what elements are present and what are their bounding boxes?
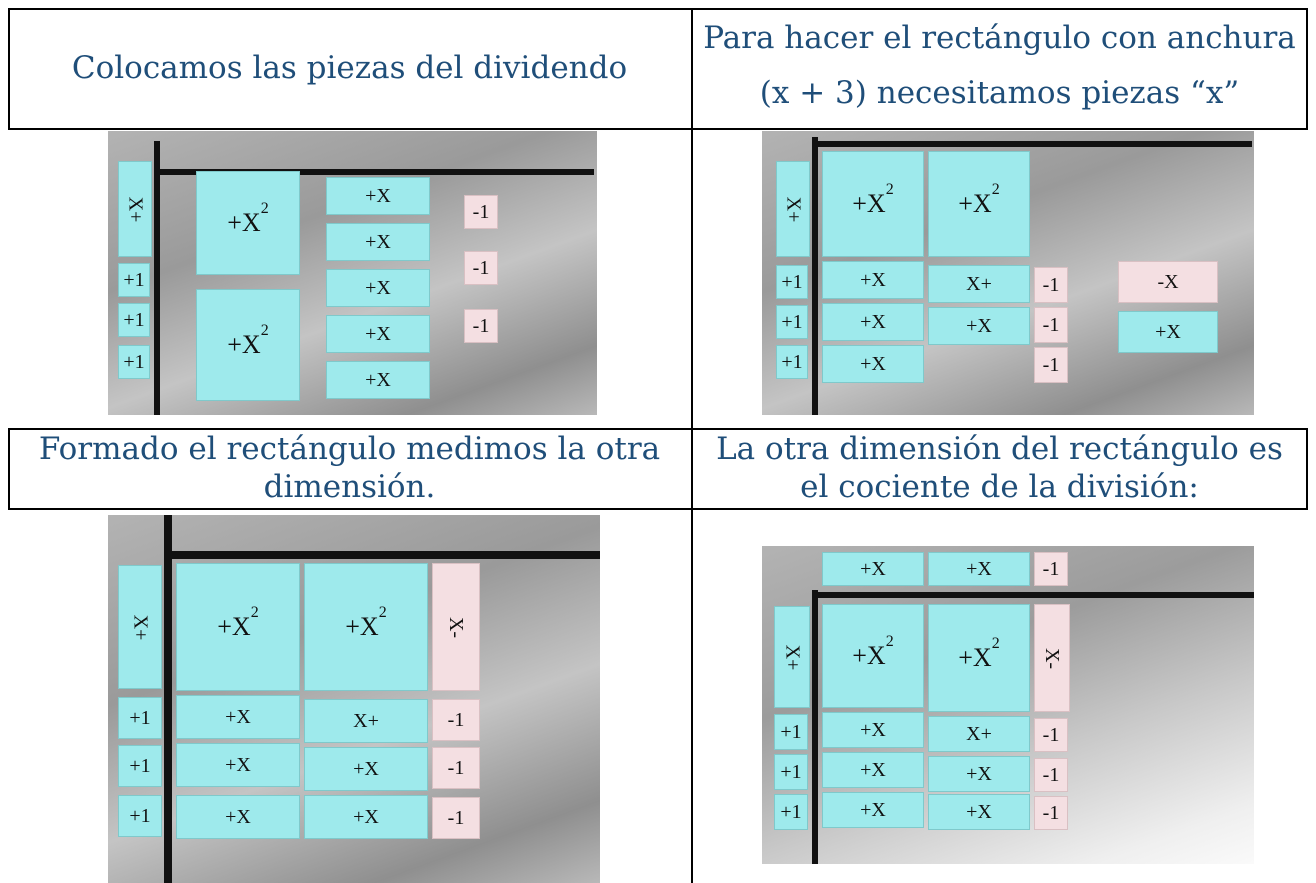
tile-minus-one: -1 [464,309,498,343]
tile-plus-one: +1 [774,714,808,750]
tile-plus-x: +X [822,712,924,748]
photo-add-x-pieces: X+ +1 +1 +1 +X2 +X2 +X X+ +X +X +X -1 -1… [762,131,1254,415]
tile-x-minus-vertical: X- [432,563,480,691]
tile-plus-x: +X [304,795,428,839]
tile-plus-one: +1 [774,754,808,790]
tile-plus-x: +X [326,177,430,215]
tile-x-squared: +X2 [304,563,428,691]
tile-minus-one: -1 [432,797,480,839]
tile-plus-x: +X [822,752,924,788]
tile-plus-x: +X [326,315,430,353]
layout-table: Colocamos las piezas del dividendo Para … [8,8,1308,883]
divisor-bar-horizontal [164,551,600,559]
tile-minus-one: -1 [464,195,498,229]
tile-plus-x: +X [928,794,1030,830]
caption-2-line2: (x + 3) necesitamos piezas “x” [759,75,1240,111]
table-border-left [8,8,10,130]
tile-plus-one: +1 [118,745,162,787]
tile-minus-one: -1 [1034,718,1068,752]
tile-plus-x: +X [1118,311,1218,353]
photo-dividend-pieces: X+ +1 +1 +1 +X2 +X2 +X +X +X +X +X -1 -1… [108,131,597,415]
tile-plus-one: +1 [118,345,150,379]
table-border-right-2 [1306,428,1308,510]
table-divider [691,8,693,883]
tile-plus-x: +X [822,303,924,341]
tile-plus-x: +X [928,756,1030,792]
tile-plus-x: +X [176,695,300,739]
tile-plus-one: +1 [118,697,162,739]
caption-3: Formado el rectángulo medimos la otra di… [8,430,691,506]
tile-plus-x: +X [928,307,1030,345]
tile-minus-one: -1 [464,251,498,285]
tile-x-vertical: X+ [774,606,810,708]
table-border-right [1306,8,1308,130]
caption-3-line1: Formado el rectángulo medimos la otra [38,431,661,467]
tile-minus-one: -1 [1034,307,1068,343]
tile-x-vertical: X+ [776,161,810,257]
tile-plus-one: +1 [118,263,150,297]
tile-plus-one: +1 [118,795,162,837]
tile-plus-x: +X [326,361,430,399]
photo-quotient: +X +X -1 X+ +1 +1 +1 +X2 +X2 X- +X X+ +X… [762,546,1254,864]
tile-minus-one: -1 [1034,796,1068,830]
tile-plus-x: +X [176,795,300,839]
tile-x-squared: +X2 [928,604,1030,712]
tile-x-plus: X+ [928,265,1030,303]
tile-plus-one: +1 [774,794,808,830]
caption-1-text: Colocamos las piezas del dividendo [71,50,628,86]
tile-x-squared: +X2 [176,563,300,691]
tile-plus-x: +X [822,345,924,383]
caption-3-line2: dimensión. [263,469,436,505]
tile-x-squared: +X2 [822,604,924,708]
tile-minus-one: -1 [1034,758,1068,792]
tile-plus-x: +X [326,269,430,307]
caption-2: Para hacer el rectángulo con anchura (x … [693,16,1306,115]
tile-x-squared: +X2 [196,289,300,401]
tile-plus-one: +1 [776,265,808,299]
tile-x-plus: X+ [928,716,1030,752]
tile-minus-one: -1 [432,699,480,741]
caption-4-line2: el cociente de la división: [800,469,1199,505]
tile-plus-x: +X [176,743,300,787]
tile-plus-one: +1 [118,303,150,337]
divisor-bar-horizontal [154,169,594,175]
table-rule-1 [8,128,1308,130]
divisor-bar-horizontal [812,592,1254,598]
divisor-bar-vertical [164,515,172,883]
quotient-tile-minus-one: -1 [1034,552,1068,586]
tile-x-squared: +X2 [928,151,1030,257]
table-rule-2 [8,428,1308,430]
tile-x-squared: +X2 [196,171,300,275]
divisor-bar-horizontal [812,141,1252,147]
quotient-tile-plus-x: +X [928,552,1030,586]
tile-plus-one: +1 [776,305,808,339]
tile-minus-one: -1 [1034,347,1068,383]
table-border-left-2 [8,428,10,510]
tile-plus-x: +X [822,261,924,299]
tile-x-plus: X+ [304,699,428,743]
tile-minus-one: -1 [432,747,480,789]
quotient-tile-plus-x: +X [822,552,924,586]
caption-4: La otra dimensión del rectángulo es el c… [693,430,1306,506]
tile-x-vertical: X+ [118,565,162,689]
table-rule-3 [8,508,1308,510]
divisor-bar-vertical [154,141,160,415]
divisor-bar-vertical [812,137,818,415]
tile-minus-one: -1 [1034,267,1068,303]
caption-1: Colocamos las piezas del dividendo [8,46,691,90]
divisor-bar-vertical [812,590,818,864]
tile-plus-one: +1 [776,345,808,379]
tile-plus-x: +X [304,747,428,791]
tile-x-vertical: X+ [118,161,152,257]
tile-x-minus-vertical: X- [1034,604,1070,712]
tile-minus-x: -X [1118,261,1218,303]
tile-x-squared: +X2 [822,151,924,257]
tile-plus-x: +X [326,223,430,261]
table-border-top [8,8,1308,10]
caption-2-line1: Para hacer el rectángulo con anchura [703,20,1296,56]
photo-rectangle-formed: X+ +1 +1 +1 +X2 +X2 X- +X X+ +X +X +X +X… [108,515,600,883]
caption-4-line1: La otra dimensión del rectángulo es [716,431,1283,467]
tile-plus-x: +X [822,792,924,828]
